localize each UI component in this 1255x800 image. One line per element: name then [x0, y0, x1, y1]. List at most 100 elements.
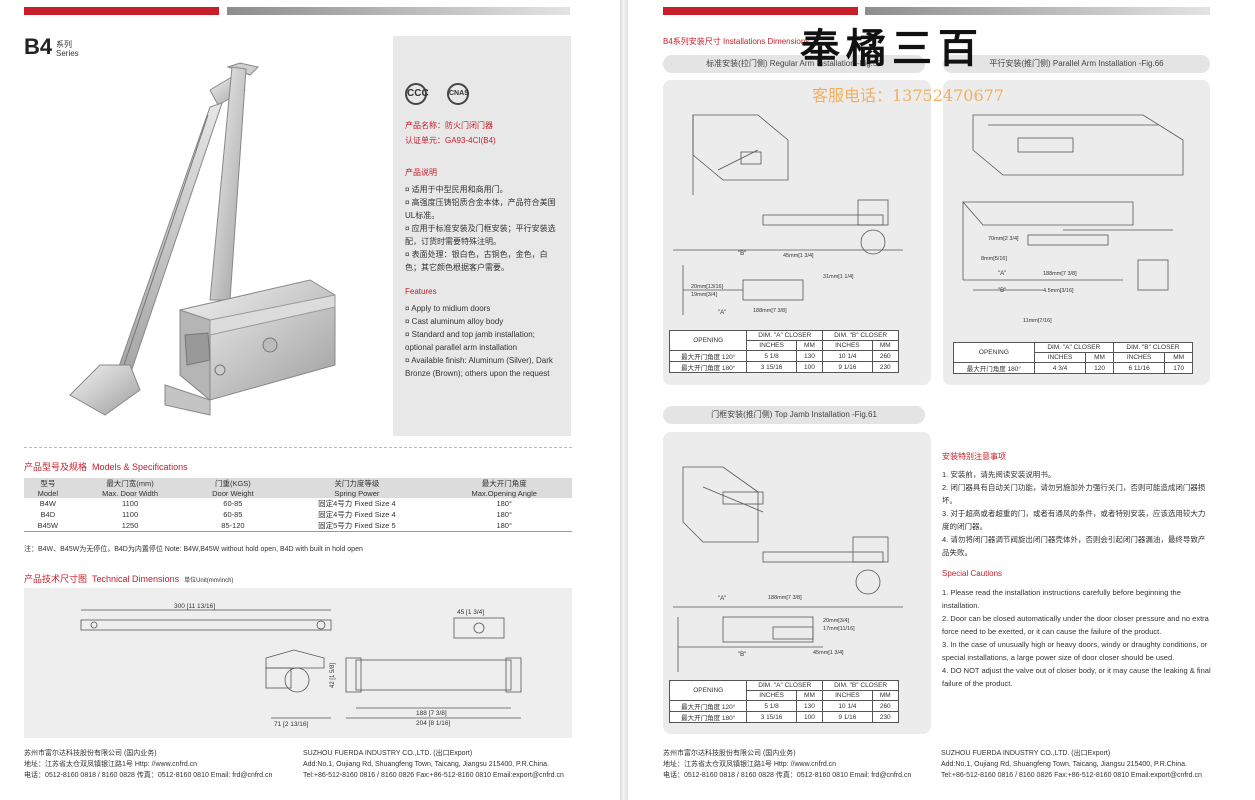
book-gutter	[620, 0, 628, 800]
svg-text:188mm[7 3/8]: 188mm[7 3/8]	[753, 308, 787, 314]
footer-en-addr: Add:No.1, Oujiang Rd, Shuangfeng Town, T…	[941, 761, 1187, 768]
cautions-cn-title: 安装特别注意事项	[942, 452, 1006, 461]
svg-text:17mm[11/16]: 17mm[11/16]	[823, 626, 855, 632]
spec-note: 注：B4W、B45W为无停位，B4D为内置停位 Note: B4W,B45W w…	[24, 546, 363, 553]
tech-drawing-panel: 300 [11 13/16] 45 [1 3/4] 188 [7 3/8] 20…	[24, 588, 572, 738]
svg-text:45mm[1 3/4]: 45mm[1 3/4]	[813, 650, 844, 656]
dim-label: 45 [1 3/4]	[457, 609, 484, 616]
svg-text:19mm[3/4]: 19mm[3/4]	[691, 292, 717, 298]
dim-label: 42 [1 5/8]	[330, 663, 336, 688]
spec-header: 最大门宽(mm)Max. Door Width	[102, 479, 158, 498]
header-red-bar	[663, 7, 858, 15]
tech-title: 产品技术尺寸图 Technical Dimensions 单位Unit(mm/i…	[24, 574, 234, 584]
tech-drawing: 300 [11 13/16] 45 [1 3/4] 188 [7 3/8] 20…	[80, 603, 522, 728]
dim-label: 300 [11 13/16]	[174, 603, 215, 610]
svg-text:188mm[7 3/8]: 188mm[7 3/8]	[1043, 271, 1077, 277]
watermark-signature: 奉橘三百	[800, 25, 984, 72]
svg-text:31mm[1 1/4]: 31mm[1 1/4]	[823, 274, 854, 280]
dim-label: 188 [7 3/8]	[416, 710, 447, 717]
svg-text:"B": "B"	[738, 251, 746, 257]
footer-en-addr: Add:No.1, Oujiang Rd, Shuangfeng Town, T…	[303, 761, 549, 768]
feature-item: ¤ Standard and top jamb installation; op…	[405, 330, 535, 352]
svg-text:"B": "B"	[998, 288, 1006, 294]
svg-text:8mm[5/16]: 8mm[5/16]	[981, 256, 1007, 262]
cnas-logo-icon: CNAS	[447, 83, 469, 105]
footer-cn-tel: 电话：0512-8160 0818 / 8160 0828 传真：0512-81…	[24, 772, 273, 779]
svg-text:70mm[2 3/4]: 70mm[2 3/4]	[988, 236, 1019, 242]
footer-en-tel: Tel:+86-512-8160 0816 / 8160 0826 Fax:+8…	[941, 772, 1202, 779]
svg-text:11mm[7/16]: 11mm[7/16]	[1023, 318, 1052, 324]
dim-label: 204 [8 1/16]	[416, 720, 451, 727]
svg-text:20mm[13/16]: 20mm[13/16]	[691, 284, 724, 290]
footer-cn-company: 苏州市富尔达科技股份有限公司 (国内业务)	[24, 750, 157, 757]
feature-item: ¤ Apply to midium doors	[405, 304, 491, 313]
product-info-panel: CCC CNAS 产品名称：防火门闭门器 认证单元：GA93-4CI(B4) 产…	[393, 36, 571, 436]
footer-cn-addr: 地址：江苏省太仓双凤镇银江路1号 Http: //www.cnfrd.cn	[663, 761, 837, 768]
desc-item: ¤ 高强度压铸铝质合金本体，产品符合美国UL标准。	[405, 198, 556, 220]
footer-en-company: SUZHOU FUERDA INDUSTRY CO.,LTD. (出口Expor…	[941, 750, 1111, 757]
parallel-install-panel: 70mm[2 3/4] 8mm[5/16] "A" 188mm[7 3/8] "…	[943, 80, 1210, 385]
list-item: 4. 请勿将闭门器调节阀旋出闭门器壳体外，否则会引起闭门器漏油，最终导致产品失败…	[942, 535, 1206, 557]
top-jamb-install-panel: "A" 188mm[7 3/8] 20mm[3/4] 17mm[11/16] "…	[663, 432, 931, 734]
product-name: 产品名称：防火门闭门器	[405, 121, 493, 130]
list-item: 3. 对于超高或者超重的门，或者有通风的条件，或者特别安装，应该选用较大力度的闭…	[942, 509, 1206, 531]
dim-label: 71 [2 13/16]	[274, 721, 309, 728]
svg-text:188mm[7 3/8]: 188mm[7 3/8]	[768, 595, 802, 601]
door-closer-product-image	[69, 62, 336, 416]
left-page: B4 系列 Series	[0, 0, 620, 800]
list-item: 4. DO NOT adjust the valve out of closer…	[942, 666, 1211, 688]
spec-title: 产品型号及规格 Models & Specifications	[24, 462, 188, 472]
svg-text:"A": "A"	[718, 596, 726, 602]
series-label: 系列 Series	[56, 40, 79, 58]
right-page: B4系列安装尺寸 Installations Dimensions 标准安装(拉…	[628, 0, 1255, 800]
feature-item: ¤ Available finish: Aluminum (Silver), D…	[405, 356, 553, 378]
desc-title: 产品说明	[405, 168, 437, 177]
list-item: 2. Door can be closed automatically unde…	[942, 614, 1209, 636]
header-red-bar	[24, 7, 219, 15]
header-grey-bar	[865, 7, 1210, 15]
svg-text:45mm[1 3/4]: 45mm[1 3/4]	[783, 253, 814, 259]
parallel-install-drawing: 70mm[2 3/4] 8mm[5/16] "A" 188mm[7 3/8] "…	[962, 114, 1184, 324]
footer-en-company: SUZHOU FUERDA INDUSTRY CO.,LTD. (出口Expor…	[303, 750, 473, 757]
cautions-en-title: Special Cautions	[942, 569, 1003, 578]
desc-list: ¤ 适用于中型民用和商用门。 ¤ 高强度压铸铝质合金本体，产品符合美国UL标准。…	[405, 183, 563, 274]
features-list: ¤ Apply to midium doors ¤ Cast aluminum …	[405, 302, 565, 380]
list-item: 1. 安装前，请先阅读安装说明书。	[942, 470, 1056, 479]
footer-en-tel: Tel:+86-512-8160 0816 / 8160 0826 Fax:+8…	[303, 772, 564, 779]
ccc-logo-icon: CCC	[405, 83, 429, 105]
header-grey-bar	[227, 7, 570, 15]
feature-item: ¤ Cast aluminum alloy body	[405, 317, 504, 326]
desc-item: ¤ 表面处理：银白色，古铜色，金色，白色；其它颜色根据客户需要。	[405, 250, 548, 272]
fig-top-title: 门框安装(推门侧) Top Jamb Installation -Fig.61	[663, 406, 925, 424]
series-code: B4	[24, 34, 53, 59]
spec-header: 门重(KGS)Door Weight	[212, 479, 254, 498]
top-jamb-install-drawing: "A" 188mm[7 3/8] 20mm[3/4] 17mm[11/16] "…	[673, 466, 903, 672]
footer-cn-company: 苏州市富尔达科技股份有限公司 (国内业务)	[663, 750, 796, 757]
cautions-cn-list: 1. 安装前，请先阅读安装说明书。 2. 闭门器具有自动关门功能，请勿另施加外力…	[942, 468, 1212, 559]
product-cert: 认证单元：GA93-4CI(B4)	[405, 136, 496, 145]
cautions-en-list: 1. Please read the installation instruct…	[942, 586, 1212, 690]
footer-cn-tel: 电话：0512-8160 0818 / 8160 0828 传真：0512-81…	[663, 772, 912, 779]
regular-install-panel: "B" 45mm[1 3/4] 31mm[1 1/4] 20mm[13/16] …	[663, 80, 931, 385]
parallel-dim-table: OPENING DIM. "A" CLOSER DIM. "B" CLOSER …	[953, 342, 1194, 374]
watermark-phone: 客服电话：13752470677	[812, 86, 1004, 105]
list-item: 2. 闭门器具有自动关门功能，请勿另施加外力强行关门，否则可能造成闭门器损坏。	[942, 483, 1206, 505]
fig-regular-title: 标准安装(拉门侧) Regular Arm Installation -Fig.…	[663, 55, 925, 73]
section-divider	[24, 447, 572, 448]
features-title: Features	[405, 287, 437, 296]
list-item: 3. In the case of unusually high or heav…	[942, 640, 1208, 662]
regular-dim-table: OPENING DIM. "A" CLOSER DIM. "B" CLOSER …	[668, 330, 900, 373]
